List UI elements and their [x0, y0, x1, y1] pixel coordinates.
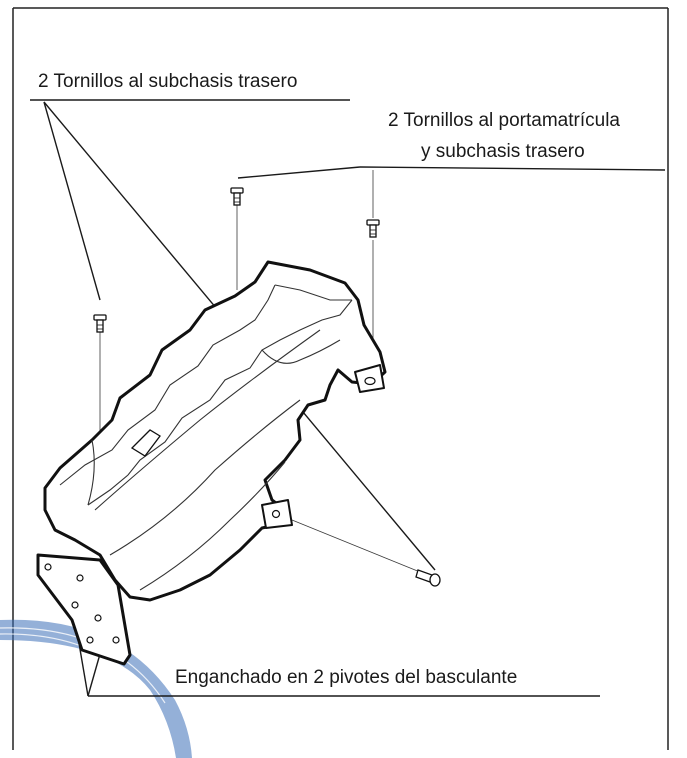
label-plate-screws-line2: y subchasis trasero — [421, 141, 585, 162]
label-subframe-screws: 2 Tornillos al subchasis trasero — [38, 71, 297, 92]
label-plate-screws-line1: 2 Tornillos al portamatrícula — [388, 110, 620, 131]
screw-icon — [366, 219, 380, 238]
rear-fender-icon — [36, 260, 387, 666]
screw-icon — [93, 314, 107, 333]
underline-plate-screws-right — [359, 166, 666, 171]
label-swingarm-pivots: Enganchado en 2 pivotes del basculante — [175, 667, 517, 688]
bolt-icon — [415, 569, 441, 587]
screw-icon — [230, 187, 244, 206]
underline-plate-screws — [237, 166, 361, 179]
